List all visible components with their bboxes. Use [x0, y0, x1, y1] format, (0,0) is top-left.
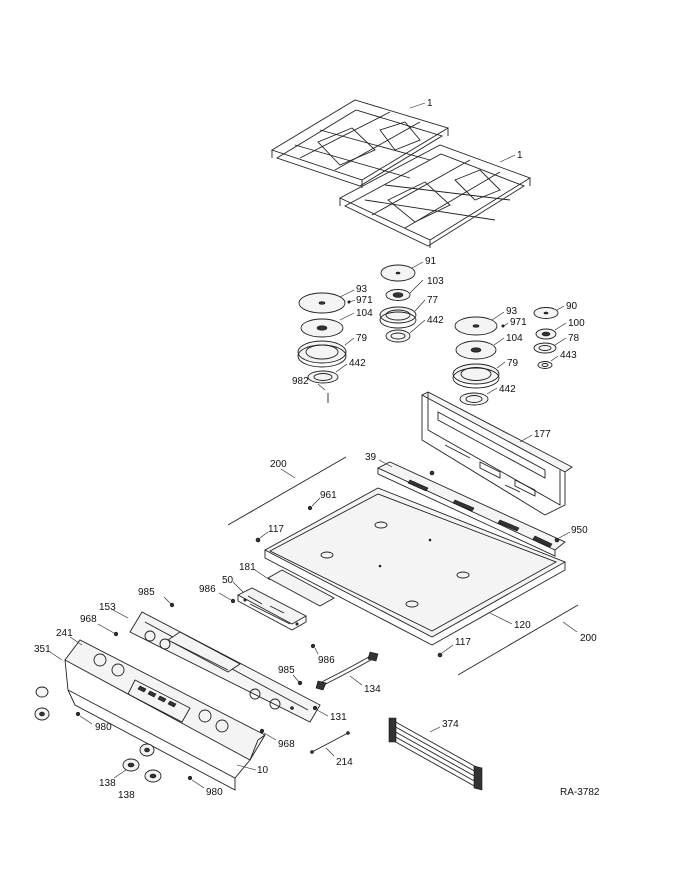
callout-screw-980-bottom: 980 — [206, 787, 223, 798]
callout-cooktop-120: 120 — [514, 620, 531, 631]
callout-screw-961: 961 — [320, 490, 337, 501]
right-burner-stack — [452, 316, 505, 406]
callout-cap-91: 91 — [425, 256, 437, 267]
callout-head-103: 103 — [427, 276, 444, 287]
grate-left — [270, 99, 450, 188]
mounting-bracket — [129, 611, 321, 723]
control-overlay — [267, 569, 335, 607]
callout-cap-93-right: 93 — [506, 306, 518, 317]
callout-bracket-153: 153 — [99, 602, 116, 613]
callout-ring-77: 77 — [427, 295, 439, 306]
callout-rod-214: 214 — [336, 757, 353, 768]
grate-right — [338, 144, 532, 248]
callout-harness-134: 134 — [364, 684, 381, 695]
callout-ring-78: 78 — [568, 333, 580, 344]
wire-harness-134 — [315, 651, 379, 691]
callout-grate-right: 1 — [517, 150, 523, 161]
knob-bottom-group — [122, 743, 162, 783]
callout-screw-980-mid: 980 — [95, 722, 112, 733]
screw-117-bottom — [437, 652, 443, 658]
rod-left — [227, 456, 347, 526]
center-burner-stack — [379, 264, 417, 343]
callout-seal-442-center: 442 — [427, 315, 444, 326]
callout-rod-200-right: 200 — [580, 633, 597, 644]
callout-harness-374: 374 — [442, 719, 459, 730]
callout-screw-117-bottom: 117 — [455, 637, 471, 648]
callout-ring-79-left: 79 — [356, 333, 368, 344]
callout-screw-131: 131 — [330, 712, 347, 723]
left-burner-stack — [297, 292, 351, 403]
screw-117-top — [255, 537, 261, 543]
cooktop — [264, 487, 567, 646]
screw-131 — [312, 705, 318, 711]
callout-seal-442-left: 442 — [349, 358, 366, 369]
callout-seal-443: 443 — [560, 350, 577, 361]
screw-950 — [554, 537, 560, 543]
callout-trim-39: 39 — [365, 452, 377, 463]
screw-985-top — [169, 602, 175, 608]
callout-console-241: 241 — [56, 628, 73, 639]
callout-screw-985-mid: 985 — [278, 665, 295, 676]
rod-right — [457, 604, 579, 676]
screw-986-right — [310, 643, 316, 649]
control-board — [237, 587, 307, 631]
screw-980-mid — [75, 711, 81, 717]
callout-cap-93-left: 93 — [356, 284, 368, 295]
callout-grate-left: 1 — [427, 98, 433, 109]
control-console — [64, 639, 266, 791]
callout-panel-177: 177 — [534, 429, 551, 440]
callout-panel-968-top: 968 — [80, 614, 97, 625]
callout-seal-442-right: 442 — [499, 384, 516, 395]
screw-980-bottom — [187, 775, 193, 781]
callout-screw-971-right: 971 — [510, 317, 527, 328]
diagram-id: RA-3782 — [560, 787, 600, 798]
callout-screw-950: 950 — [571, 525, 588, 536]
callout-screw-986-right: 986 — [318, 655, 335, 666]
callout-panel-968-bottom: 968 — [278, 739, 295, 750]
callout-console-10: 10 — [257, 765, 269, 776]
callout-head-104-left: 104 — [356, 308, 373, 319]
screw-985-mid — [297, 680, 303, 686]
callout-ring-79-right: 79 — [507, 358, 519, 369]
callout-screw-986-left: 986 — [199, 584, 216, 595]
screw-986-left — [230, 598, 236, 604]
callout-board-50: 50 — [222, 575, 234, 586]
knob-left-group — [34, 686, 50, 721]
panel-968-top-screw — [113, 631, 119, 637]
panel-968-bottom-screw — [259, 728, 265, 734]
callout-knob-138-b: 138 — [118, 790, 135, 801]
callout-rod-200-left: 200 — [270, 459, 287, 470]
screw-961 — [307, 505, 313, 511]
callout-cap-90: 90 — [566, 301, 578, 312]
rod-214 — [310, 731, 350, 754]
callout-knob-138-a: 138 — [99, 778, 116, 789]
callout-screw-985-top: 985 — [138, 587, 155, 598]
callout-head-104-right: 104 — [506, 333, 523, 344]
callout-screw-971-left: 971 — [356, 295, 373, 306]
callout-knob-351: 351 — [34, 644, 51, 655]
wire-harness-374 — [388, 717, 483, 791]
callout-screw-117-top: 117 — [268, 524, 284, 535]
small-burner-stack — [533, 307, 559, 369]
callout-overlay-181: 181 — [239, 562, 256, 573]
callout-head-100: 100 — [568, 318, 585, 329]
vent-trim — [376, 461, 566, 557]
rear-panel — [421, 391, 573, 516]
callout-screw-982: 982 — [292, 376, 309, 387]
